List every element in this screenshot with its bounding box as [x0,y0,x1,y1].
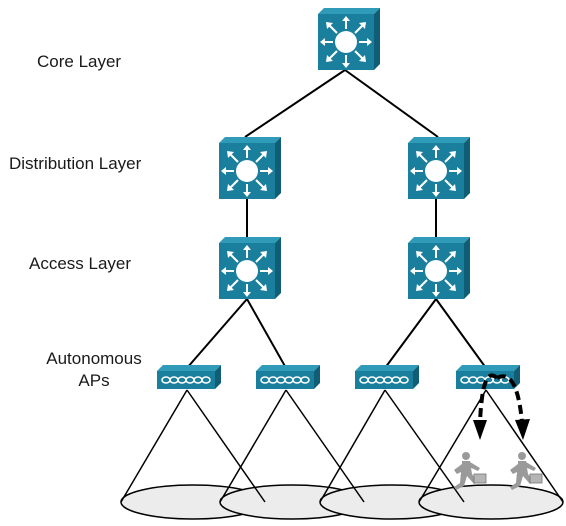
access-point-1-icon [156,364,222,390]
roam-arrow-left-icon [478,373,499,423]
autonomous-aps-label: Autonomous APs [46,349,142,390]
network-links [186,69,487,369]
roam-arrow-right-icon [496,374,524,423]
core-switch-icon [317,7,381,71]
running-person-1-icon [453,451,487,491]
distribution-switch-left-icon [218,136,282,200]
distribution-layer-label: Distribution Layer [9,154,142,173]
roam-arrows [473,373,530,440]
running-person-2-icon [509,451,543,491]
access-switch-right-icon [407,236,471,300]
access-layer-label: Access Layer [29,254,132,273]
distribution-switch-right-icon [407,136,471,200]
access-point-2-icon [255,364,321,390]
coverage-cells [120,484,564,520]
access-point-4-icon [455,364,521,390]
access-point-3-icon [354,364,420,390]
coverage-cell-4 [418,484,564,520]
core-layer-label: Core Layer [37,52,122,71]
coverage-cones [120,389,564,503]
access-switch-left-icon [218,236,282,300]
